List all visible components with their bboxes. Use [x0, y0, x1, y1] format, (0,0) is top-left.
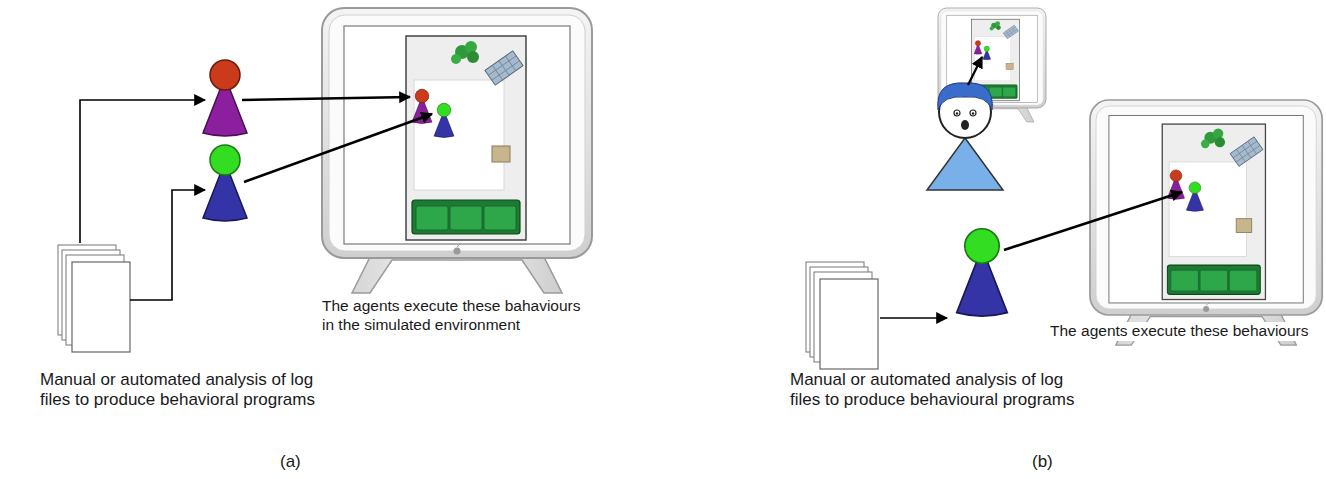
caption-text: Manual or automated analysis of log file… [790, 370, 1085, 411]
log-files [806, 262, 878, 369]
panel-b-art [806, 8, 1322, 369]
arrow [244, 114, 432, 182]
caption-text: Manual or automated analysis of log file… [40, 370, 335, 411]
arrow [880, 317, 947, 319]
arrow [80, 100, 205, 243]
annotation-text: The agents execute these behaviours [1048, 322, 1311, 341]
panel-label: (a) [280, 452, 301, 472]
panel-a-art [58, 8, 592, 352]
log-files [58, 245, 130, 352]
human-figure [927, 83, 1003, 190]
agent-figure [203, 145, 247, 221]
arrow [968, 57, 982, 85]
monitor [1090, 100, 1322, 345]
agent-figure [957, 229, 1008, 316]
arrow [1004, 192, 1182, 250]
monitor [322, 8, 592, 293]
arrow [242, 97, 410, 100]
agent-figure [203, 60, 247, 136]
arrow [130, 190, 205, 300]
panel-label: (b) [1032, 452, 1053, 472]
annotation-text: The agents execute these bahaviours in t… [322, 297, 587, 334]
